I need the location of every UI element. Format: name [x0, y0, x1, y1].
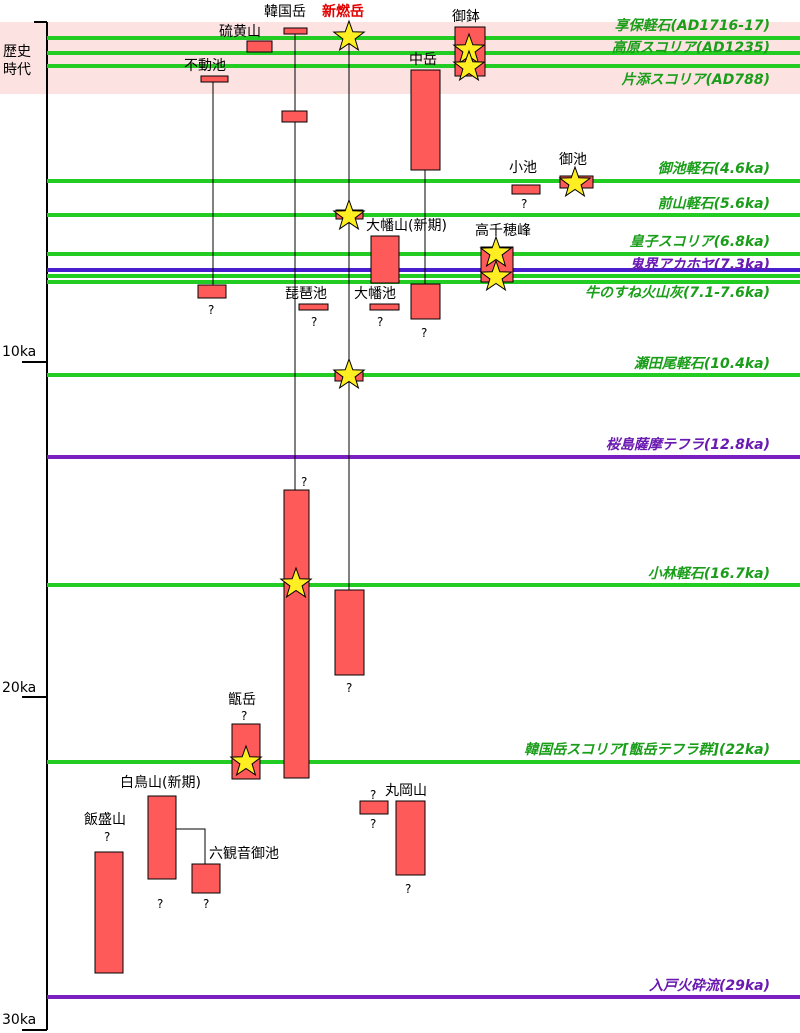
volcano-label-ohatayama-new: 大幡山(新期): [366, 218, 447, 234]
historic-era-band: [0, 22, 800, 94]
eruption-box-maruokayama-small: [359, 800, 389, 815]
star-icon: [452, 49, 486, 82]
volcano-label-koike: 小池: [509, 160, 537, 176]
question-mark: ?: [405, 882, 411, 896]
tephra-label-ito: 入戸火砕流(29ka): [649, 977, 770, 994]
question-mark: ?: [301, 475, 307, 489]
eruption-box-fudoike-2: [197, 284, 227, 299]
tephra-label-takaharu: 高原スコリア(AD1235): [612, 39, 770, 56]
tephra-label-miike: 御池軽石(4.6ka): [658, 160, 770, 177]
question-mark: ?: [311, 315, 317, 329]
volcano-label-ohachi: 御鉢: [452, 9, 480, 25]
question-mark: ?: [104, 830, 110, 844]
tick-label-10ka: 10ka: [2, 344, 36, 360]
question-mark: ?: [377, 315, 383, 329]
tephra-label-ushinosune: 牛のすね火山灰(7.1-7.6ka): [585, 284, 770, 301]
historic-era-label-1: 歴史: [3, 44, 31, 60]
eruption-box-nakadake: [410, 69, 441, 171]
eruption-box-maruokayama: [395, 800, 426, 876]
eruption-box-ohataike: [369, 303, 400, 311]
historic-era-label-2: 時代: [3, 62, 31, 78]
volcano-label-shiratoriyama: 白鳥山(新期): [120, 775, 201, 791]
tick-label-20ka: 20ka: [2, 680, 36, 696]
question-mark: ?: [370, 788, 376, 802]
volcano-label-ioyama: 硫黄山: [219, 23, 261, 40]
eruption-box-rokkannon: [191, 863, 221, 894]
eruption-boxes: [94, 26, 594, 974]
eruption-box-ioyama: [246, 40, 273, 53]
tephra-label-kobayashi: 小林軽石(16.7ka): [648, 565, 770, 582]
volcano-label-iimoriyama: 飯盛山: [84, 811, 126, 828]
tephra-lines: [47, 36, 800, 999]
volcano-label-ohataike: 大幡池: [354, 286, 396, 302]
volcano-label-biwaike: 琵琶池: [285, 286, 327, 302]
eruption-box-shinmoedake-4: [334, 589, 365, 676]
volcano-label-miike: 御池: [559, 152, 587, 168]
volcano-label-shinmoedake: 新燃岳: [322, 3, 364, 20]
star-icon: [332, 357, 366, 390]
question-mark: ?: [370, 817, 376, 831]
volcano-label-koshikidake: 甑岳: [228, 692, 256, 708]
eruption-box-fudoike: [200, 75, 229, 83]
tephra-label-kyoho: 享保軽石(AD1716-17): [614, 17, 770, 34]
star-icon: [279, 566, 313, 599]
tephra-label-karakunidake: 韓国岳スコリア[甑岳テフラ群](22ka): [524, 741, 770, 758]
eruption-box-biwaike: [298, 303, 329, 311]
tephra-label-sakurajima: 桜島薩摩テフラ(12.8ka): [606, 436, 770, 453]
question-mark: ?: [157, 897, 163, 911]
volcano-label-nakadake: 中岳: [409, 52, 437, 68]
eruption-box-iimoriyama: [94, 851, 124, 974]
question-mark: ?: [241, 709, 247, 723]
volcano-label-fudoike: 不動池: [184, 58, 226, 74]
major-eruption-stars: [229, 19, 592, 777]
eruption-box-karakunidake-top: [283, 27, 308, 35]
connector-shiratoriyama: [176, 828, 206, 864]
volcano-label-maruokayama: 丸岡山: [385, 783, 427, 799]
star-icon: [479, 259, 513, 292]
eruption-box-nakadake-2: [410, 283, 441, 320]
question-mark: ?: [521, 197, 527, 211]
eruption-box-shiratoriyama: [147, 795, 177, 880]
eruption-box-koike: [511, 184, 541, 195]
time-axis: 歴史 時代 10ka 20ka 30ka: [2, 21, 48, 1031]
connector-lines: [176, 34, 426, 864]
volcano-label-takachiho: 高千穂峰: [475, 222, 531, 239]
star-icon: [332, 19, 366, 52]
star-icon: [558, 165, 592, 198]
star-icon: [332, 198, 366, 231]
volcano-labels: 硫黄山 韓国岳 新燃岳 御鉢 不動池 中岳 小池 御池 大幡山(新期) 高千穂峰…: [84, 3, 587, 862]
tephra-label-miko: 皇子スコリア(6.8ka): [630, 233, 770, 250]
tephra-label-maeyama: 前山軽石(5.6ka): [658, 195, 770, 212]
tephra-label-akahoya: 鬼界アカホヤ(7.3ka): [630, 256, 770, 273]
volcano-label-karakunidake: 韓国岳: [264, 4, 306, 20]
star-icon: [229, 744, 263, 777]
tick-label-30ka: 30ka: [2, 1012, 36, 1028]
tephra-label-katasoe: 片添スコリア(AD788): [622, 71, 770, 88]
question-mark: ?: [208, 303, 214, 317]
tephra-label-setao: 瀬田尾軽石(10.4ka): [634, 355, 770, 372]
question-mark: ?: [203, 897, 209, 911]
volcano-label-rokkannon: 六観音御池: [209, 845, 279, 862]
eruption-box-karakunidake-3: [283, 489, 310, 779]
eruption-box-karakunidake-2: [281, 110, 308, 123]
question-mark: ?: [421, 326, 427, 340]
eruption-box-ohatayama: [370, 235, 400, 284]
uncertainty-marks: ? ? ? ? ? ? ? ? ? ? ? ? ? ?: [104, 197, 527, 911]
question-mark: ?: [346, 681, 352, 695]
tephra-labels: 享保軽石(AD1716-17) 高原スコリア(AD1235) 片添スコリア(AD…: [524, 17, 770, 994]
